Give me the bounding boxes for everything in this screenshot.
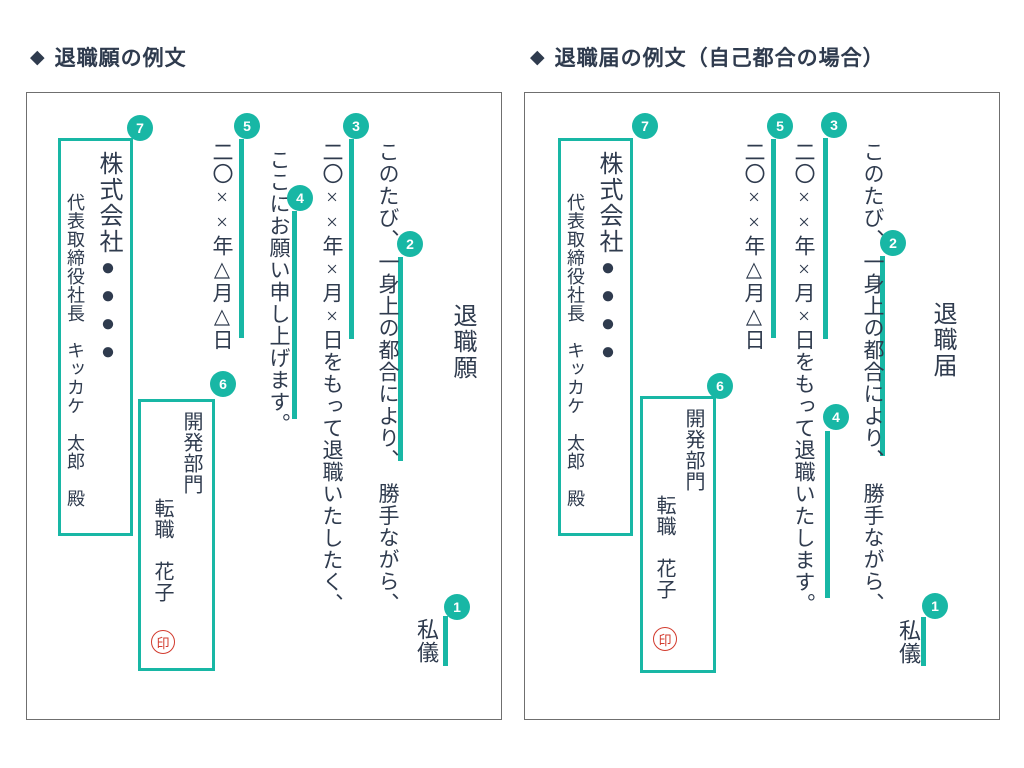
step-badge-7: 7 bbox=[127, 115, 153, 141]
stamp-character: 印 bbox=[156, 635, 170, 651]
taishokutodoke-sample-document: 退職届 私儀 このたび、一身上の都合により、 勝手ながら、 二〇××年×月×日を… bbox=[524, 92, 1000, 720]
taishokunegai-sample-document: 退職願 私儀 このたび、一身上の都合により、 勝手ながら、 二〇××年×月×日を… bbox=[26, 92, 502, 720]
document-title: 退職届 bbox=[929, 301, 955, 379]
retirement-date-phrase-column: 二〇××年×月×日をもって退職いたしたく、 bbox=[320, 141, 344, 615]
jigi-private-matter-label: 私儀 bbox=[896, 619, 921, 665]
highlight-line-2 bbox=[880, 256, 885, 456]
department-column: 開発部門 bbox=[180, 411, 202, 495]
highlight-line-1 bbox=[443, 616, 448, 666]
step-badge-2: 2 bbox=[880, 230, 906, 256]
addressee-box: 株式会社●●●● 代表取締役社長 キッカケ 太郎 殿 bbox=[558, 138, 633, 536]
company-name-column: 株式会社●●●● bbox=[595, 151, 621, 367]
company-name-column: 株式会社●●●● bbox=[95, 151, 121, 367]
employee-name-column: 転職 花子 bbox=[653, 495, 675, 600]
sender-box: 開発部門 転職 花子 印 bbox=[640, 396, 716, 673]
closing-request-column: ここにお願い申し上げます。 bbox=[267, 149, 291, 435]
submission-date-column: 二〇××年△月△日 bbox=[742, 141, 766, 351]
highlight-line-3 bbox=[823, 138, 828, 339]
section-title-left-label: 退職願の例文 bbox=[54, 47, 187, 70]
opening-phrase-column: このたび、一身上の都合により、 勝手ながら、 bbox=[376, 141, 400, 615]
section-title-left: ◆ 退職願の例文 bbox=[30, 42, 187, 72]
diamond-icon: ◆ bbox=[30, 46, 46, 68]
sender-box: 開発部門 転職 花子 印 bbox=[138, 399, 215, 671]
highlight-line-4 bbox=[825, 431, 830, 598]
step-badge-2: 2 bbox=[397, 231, 423, 257]
addressee-box: 株式会社●●●● 代表取締役社長 キッカケ 太郎 殿 bbox=[58, 138, 133, 536]
step-badge-5: 5 bbox=[234, 113, 260, 139]
opening-phrase-column: このたび、一身上の都合により、 勝手ながら、 bbox=[861, 141, 885, 615]
highlight-line-5 bbox=[239, 139, 244, 338]
step-badge-6: 6 bbox=[210, 371, 236, 397]
highlight-line-4 bbox=[292, 211, 297, 419]
stamp-character: 印 bbox=[658, 632, 672, 648]
document-title: 退職願 bbox=[449, 303, 475, 381]
step-badge-3: 3 bbox=[821, 112, 847, 138]
step-badge-3: 3 bbox=[343, 113, 369, 139]
inkan-stamp: 印 bbox=[151, 630, 175, 654]
employee-name-column: 転職 花子 bbox=[151, 498, 173, 603]
highlight-line-5 bbox=[771, 139, 776, 338]
ceo-name-column: 代表取締役社長 キッカケ 太郎 殿 bbox=[565, 193, 585, 508]
step-badge-1: 1 bbox=[444, 594, 470, 620]
step-badge-5: 5 bbox=[767, 113, 793, 139]
step-badge-1: 1 bbox=[922, 593, 948, 619]
retirement-date-phrase-column: 二〇××年×月×日をもって退職いたします。 bbox=[792, 141, 816, 615]
step-badge-7: 7 bbox=[632, 113, 658, 139]
step-badge-4: 4 bbox=[287, 185, 313, 211]
step-badge-4: 4 bbox=[823, 404, 849, 430]
inkan-stamp: 印 bbox=[653, 627, 677, 651]
highlight-line-3 bbox=[349, 139, 354, 339]
highlight-line-2 bbox=[398, 257, 403, 461]
section-title-right: ◆ 退職届の例文（自己都合の場合） bbox=[530, 42, 885, 72]
ceo-name-column: 代表取締役社長 キッカケ 太郎 殿 bbox=[65, 193, 85, 508]
submission-date-column: 二〇××年△月△日 bbox=[210, 141, 234, 351]
jigi-private-matter-label: 私儀 bbox=[414, 618, 439, 664]
department-column: 開発部門 bbox=[682, 408, 704, 492]
section-title-right-label: 退職届の例文（自己都合の場合） bbox=[554, 47, 885, 70]
step-badge-6: 6 bbox=[707, 373, 733, 399]
diamond-icon: ◆ bbox=[530, 46, 546, 68]
highlight-line-1 bbox=[921, 617, 926, 666]
